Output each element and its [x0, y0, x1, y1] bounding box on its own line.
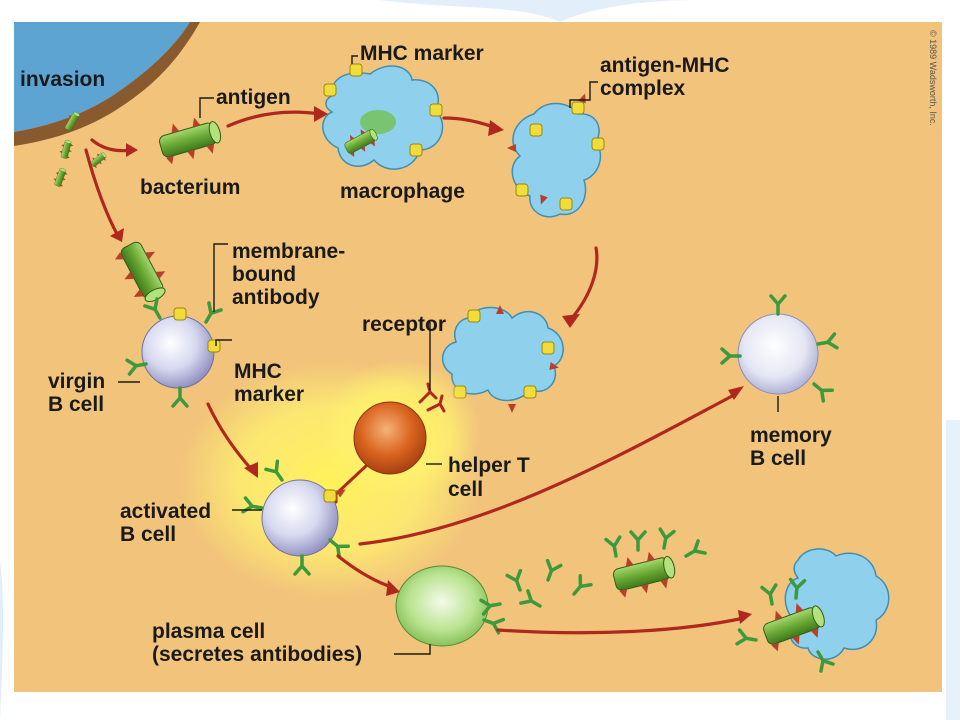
label-antigen-mhc-line1: antigen-MHC — [600, 54, 730, 77]
label-activated-line1: activated — [120, 500, 211, 523]
arrow-complex-to-apc — [570, 246, 599, 320]
label-invasion: invasion — [20, 68, 105, 91]
label-membrane-line3: antibody — [232, 286, 320, 309]
label-plasma-line2: (secretes antibodies) — [152, 643, 362, 666]
virgin-b-cell — [125, 297, 223, 408]
label-membrane-line2: bound — [232, 263, 296, 286]
arrow-bacterium-to-macrophage — [226, 110, 322, 128]
arrow-virgin-to-activated — [206, 402, 254, 472]
label-receptor: receptor — [362, 313, 446, 336]
label-memory-line2: B cell — [750, 447, 806, 470]
label-bacterium: bacterium — [140, 176, 240, 199]
labels: invasion antigen bacterium MHC marker ma… — [20, 30, 938, 666]
label-antigen: antigen — [216, 86, 291, 109]
label-activated-line2: B cell — [120, 523, 176, 546]
copyright-notice: © 1989 Wadsworth, Inc. — [928, 30, 938, 126]
activated-b-cell — [241, 459, 351, 576]
antigen-presenting-macrophage — [442, 305, 564, 413]
label-memory-line1: memory — [750, 424, 832, 447]
label-antigen-mhc-line2: complex — [600, 77, 686, 100]
antigen-mhc-presenting-cell — [507, 92, 605, 218]
label-macrophage: macrophage — [340, 180, 465, 203]
process-arrows — [84, 106, 752, 635]
label-virgin-line1: virgin — [48, 370, 105, 393]
label-membrane-line1: membrane- — [232, 240, 345, 263]
label-helper-line1: helper T — [448, 454, 530, 477]
leader-lines — [118, 55, 779, 655]
label-helper-line2: cell — [448, 478, 483, 501]
tissue-surface — [14, 22, 190, 132]
macrophage-engulfing-bacterium — [735, 548, 890, 673]
tissue-edge — [14, 22, 200, 146]
label-virgin-line2: B cell — [48, 393, 104, 416]
label-mhc-line2: marker — [234, 383, 304, 406]
label-mhc-line1: MHC — [234, 360, 282, 383]
arrow-plasma-to-engulfment — [496, 616, 746, 635]
label-mhc-marker-top: MHC marker — [360, 42, 484, 65]
label-plasma-line1: plasma cell — [152, 620, 265, 643]
memory-b-cell — [720, 294, 839, 403]
arrow-activated-to-memory — [358, 392, 738, 546]
macrophage — [322, 63, 444, 170]
arrow-invasion-to-b-cell — [84, 148, 120, 238]
